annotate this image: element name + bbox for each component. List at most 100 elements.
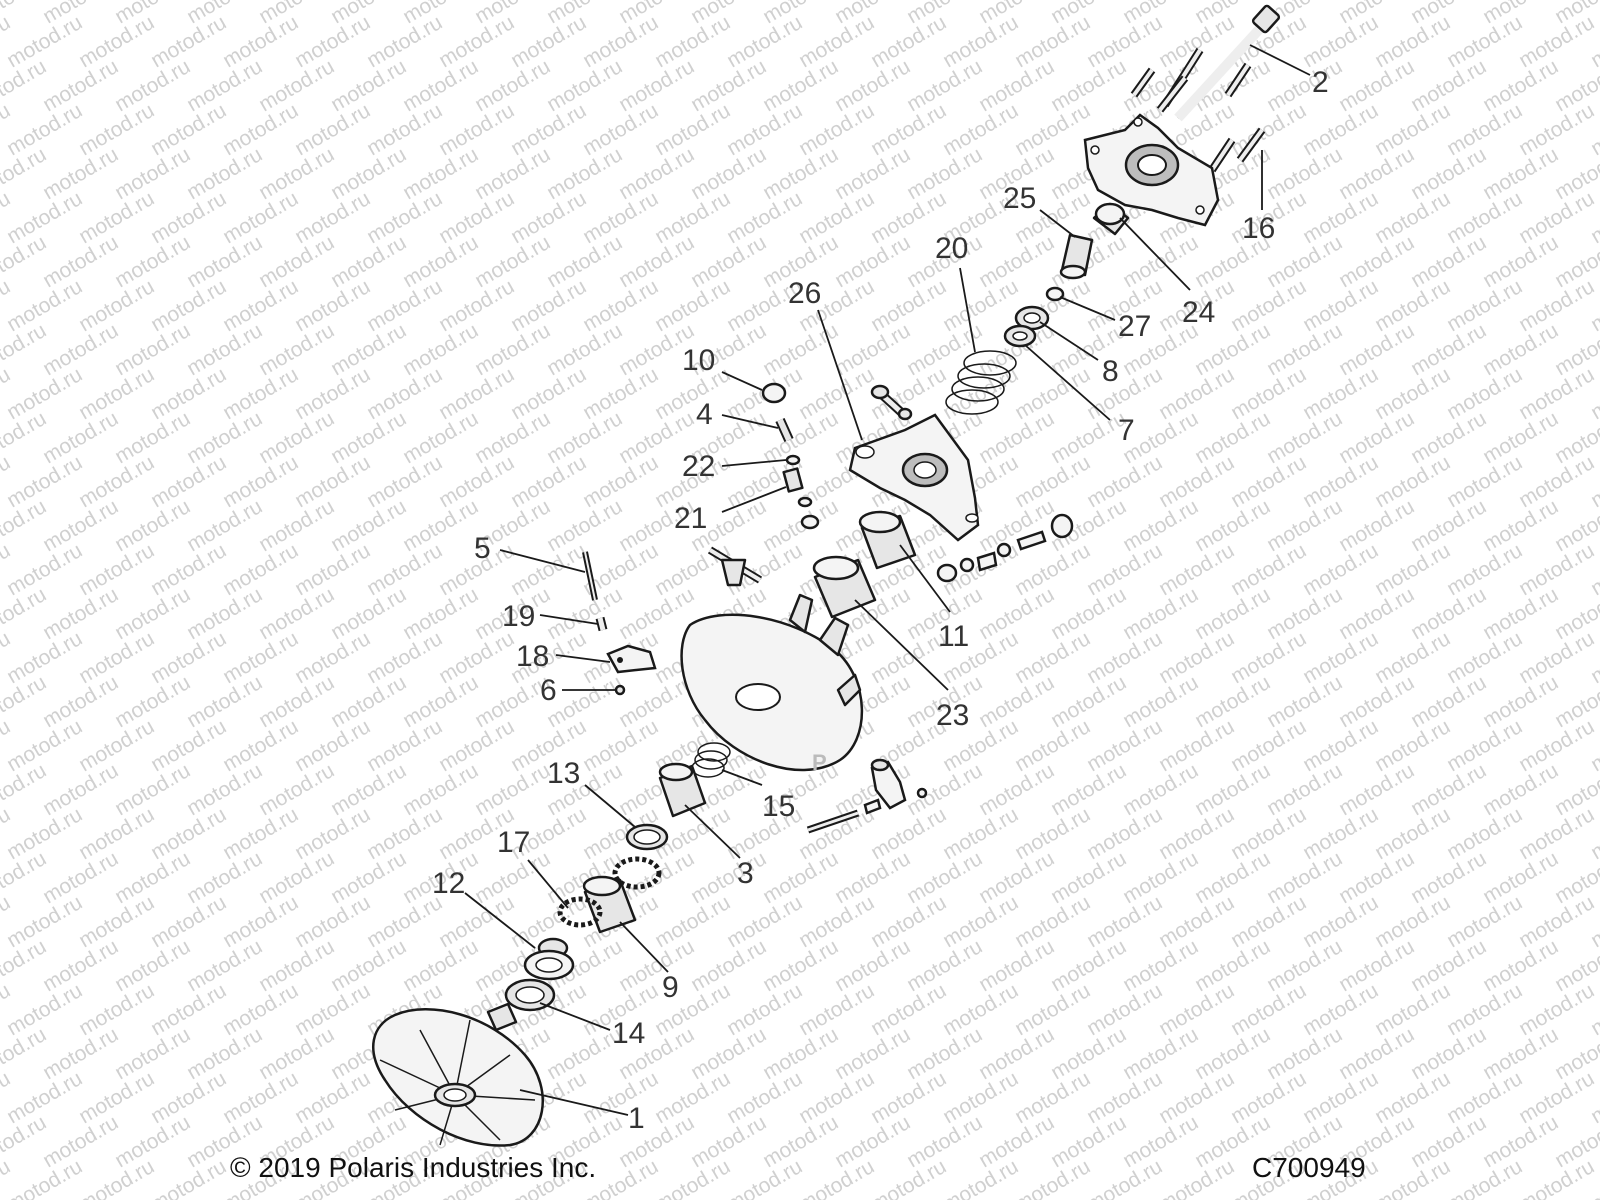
watermark-text: motod.ru xyxy=(615,55,698,116)
watermark-text: motod.ru xyxy=(327,495,410,556)
watermark-text: motod.ru xyxy=(255,583,338,644)
watermark-text: motod.ru xyxy=(831,1111,914,1172)
pin-5 xyxy=(582,551,598,601)
svg-text:P: P xyxy=(812,750,827,775)
watermark-text: motod.ru xyxy=(1371,451,1454,512)
watermark-text: motod.ru xyxy=(543,407,626,468)
leader-21 xyxy=(721,486,787,513)
watermark-text: motod.ru xyxy=(255,55,338,116)
watermark-text: motod.ru xyxy=(1443,187,1526,248)
watermark-text: motod.ru xyxy=(219,627,302,688)
watermark-text: motod.ru xyxy=(183,759,266,820)
watermark-text: motod.ru xyxy=(1119,583,1202,644)
watermark-text: motod.ru xyxy=(399,319,482,380)
watermark-text: motod.ru xyxy=(1155,627,1238,688)
watermark-text: motod.ru xyxy=(1407,759,1490,820)
watermark-text: motod.ru xyxy=(795,99,878,160)
watermark-text: motod.ru xyxy=(219,187,302,248)
callout-8: 8 xyxy=(1102,355,1119,388)
watermark-text: motod.ru xyxy=(1515,539,1598,600)
callout-27: 27 xyxy=(1118,310,1151,343)
watermark-text: motod.ru xyxy=(1371,539,1454,600)
watermark-text: motod.ru xyxy=(219,11,302,72)
watermark-text: motod.ru xyxy=(1407,671,1490,732)
watermark-text: motod.ru xyxy=(903,935,986,996)
watermark-text: motod.ru xyxy=(651,891,734,952)
watermark-text: motod.ru xyxy=(1227,99,1310,160)
watermark-text: motod.ru xyxy=(1227,363,1310,424)
watermark-text: motod.ru xyxy=(759,55,842,116)
watermark-text: motod.ru xyxy=(1227,979,1310,1040)
watermark-text: motod.ru xyxy=(399,759,482,820)
watermark-text: motod.ru xyxy=(507,187,590,248)
watermark-text: motod.ru xyxy=(255,143,338,204)
watermark-text: motod.ru xyxy=(147,1067,230,1128)
watermark-text: motod.ru xyxy=(1119,671,1202,732)
watermark-text: motod.ru xyxy=(867,891,950,952)
watermark-text: motod.ru xyxy=(435,363,518,424)
watermark-text: motod.ru xyxy=(291,891,374,952)
leader-22 xyxy=(721,459,787,467)
watermark-text: motod.ru xyxy=(651,1067,734,1128)
watermark-text: motod.ru xyxy=(111,1023,194,1084)
callout-14: 14 xyxy=(612,1017,645,1050)
watermark-text: motod.ru xyxy=(1263,847,1346,908)
watermark-text: motod.ru xyxy=(1515,363,1598,424)
callout-7: 7 xyxy=(1118,414,1135,447)
watermark-text: motod.ru xyxy=(1011,803,1094,864)
watermark-text: motod.ru xyxy=(327,583,410,644)
watermark-text: motod.ru xyxy=(1227,539,1310,600)
watermark-text: motod.ru xyxy=(291,99,374,160)
watermark-text: motod.ru xyxy=(1119,847,1202,908)
callout-18: 18 xyxy=(516,640,549,673)
watermark-text: motod.ru xyxy=(939,979,1022,1040)
watermark-text: motod.ru xyxy=(147,363,230,424)
watermark-text: motod.ru xyxy=(1263,1023,1346,1084)
watermark-text: motod.ru xyxy=(75,539,158,600)
watermark-text: motod.ru xyxy=(183,143,266,204)
watermark-text: motod.ru xyxy=(363,363,446,424)
watermark-text: motod.ru xyxy=(1155,1067,1238,1128)
watermark-text: motod.ru xyxy=(1191,407,1274,468)
watermark-text: motod.ru xyxy=(471,143,554,204)
watermark-text: motod.ru xyxy=(507,99,590,160)
watermark-text: motod.ru xyxy=(1155,891,1238,952)
watermark-text: motod.ru xyxy=(831,847,914,908)
watermark-text: motod.ru xyxy=(1371,363,1454,424)
watermark-text: motod.ru xyxy=(435,451,518,512)
clip-17 xyxy=(612,856,662,890)
watermark-text: motod.ru xyxy=(1299,715,1382,776)
watermark-text: motod.ru xyxy=(1407,407,1490,468)
watermark-text: motod.ru xyxy=(291,715,374,776)
watermark-text: motod.ru xyxy=(75,99,158,160)
watermark-text: motod.ru xyxy=(3,1067,86,1128)
watermark-text: motod.ru xyxy=(1443,1067,1526,1128)
ball-6 xyxy=(614,684,626,696)
watermark-text: motod.ru xyxy=(291,803,374,864)
watermark-text: motod.ru xyxy=(975,231,1058,292)
watermark-text: motod.ru xyxy=(1515,891,1598,952)
watermark-text: motod.ru xyxy=(1191,935,1274,996)
watermark-text: motod.ru xyxy=(1047,935,1130,996)
watermark-text: motod.ru xyxy=(1515,627,1598,688)
watermark-text: motod.ru xyxy=(183,1023,266,1084)
watermark-text: motod.ru xyxy=(1119,1023,1202,1084)
copyright-notice: © 2019 Polaris Industries Inc. xyxy=(230,1152,597,1183)
watermark-text: motod.ru xyxy=(75,627,158,688)
watermark-text: motod.ru xyxy=(39,55,122,116)
watermark-text: motod.ru xyxy=(651,539,734,600)
watermark-text: motod.ru xyxy=(651,187,734,248)
watermark-text: motod.ru xyxy=(1047,583,1130,644)
watermark-text: motod.ru xyxy=(1479,231,1562,292)
watermark-text: motod.ru xyxy=(1155,979,1238,1040)
watermark-text: motod.ru xyxy=(903,759,986,820)
watermark-text: motod.ru xyxy=(1371,803,1454,864)
watermark-text: motod.ru xyxy=(939,11,1022,72)
t-fitting xyxy=(707,546,763,587)
watermark-text: motod.ru xyxy=(0,847,50,908)
watermark-text: motod.ru xyxy=(1011,451,1094,512)
watermark-text: motod.ru xyxy=(687,55,770,116)
watermark-text: motod.ru xyxy=(975,495,1058,556)
watermark-text: motod.ru xyxy=(1263,759,1346,820)
watermark-text: motod.ru xyxy=(435,275,518,336)
